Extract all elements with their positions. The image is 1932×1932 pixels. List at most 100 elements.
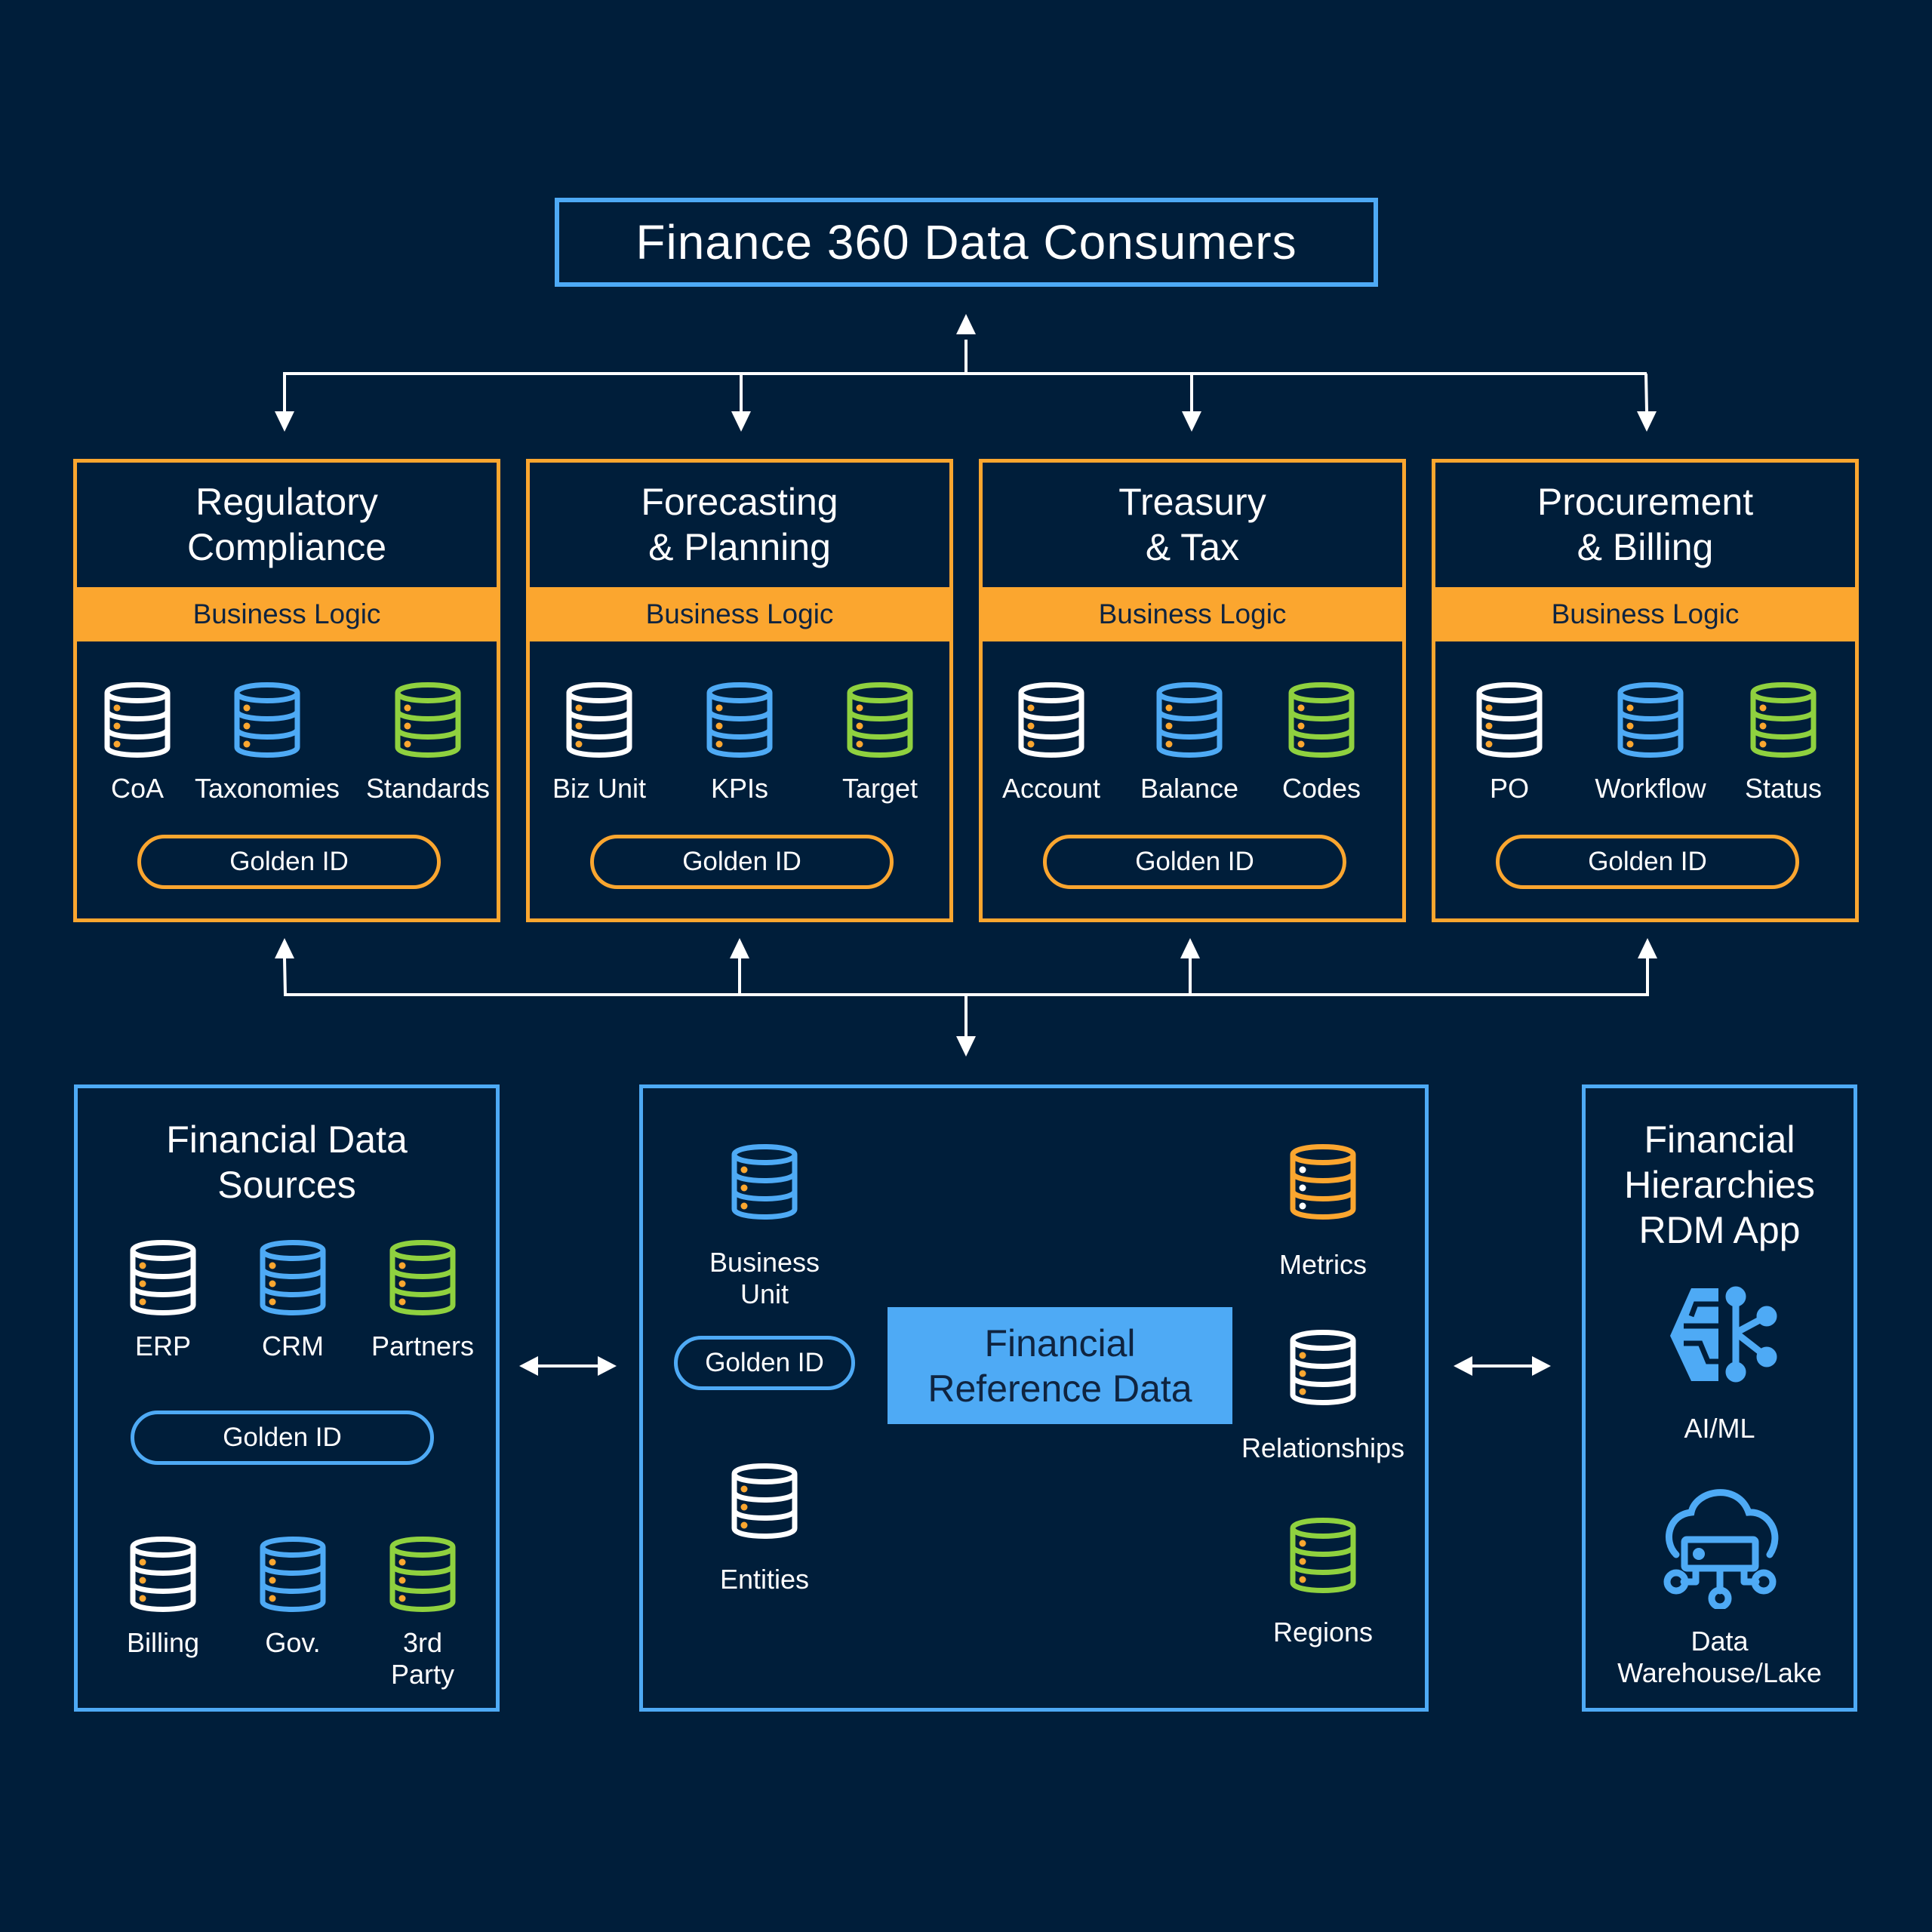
- arrowhead-down-center: [956, 1036, 976, 1057]
- label-line: Unit: [740, 1278, 789, 1309]
- box-title-line: Financial: [1644, 1118, 1795, 1161]
- label-line: Warehouse/Lake: [1617, 1657, 1822, 1688]
- box-title-line: RDM App: [1638, 1209, 1801, 1251]
- center-label-line: Reference Data: [928, 1367, 1192, 1410]
- golden-id-pill[interactable]: Golden ID: [590, 835, 894, 889]
- db-label: Account: [1001, 773, 1101, 804]
- consumers-title: Finance 360 Data Consumers: [635, 215, 1297, 269]
- db-item-biz-unit: Biz Unit: [524, 678, 675, 804]
- golden-id-pill[interactable]: Golden ID: [137, 835, 441, 889]
- entities-label: Entities: [719, 1564, 810, 1595]
- financial-reference-data-label: Financial Reference Data: [888, 1307, 1232, 1424]
- db-item-kpis: KPIs: [664, 678, 815, 804]
- arrowhead-down-4: [1637, 411, 1657, 432]
- business-logic-band: Business Logic: [77, 587, 497, 641]
- golden-id-pill[interactable]: Golden ID: [1043, 835, 1346, 889]
- connector-top-drop-4: [1644, 373, 1648, 412]
- db-label: CRM: [262, 1331, 324, 1361]
- consumer-card-regulatory-compliance: Regulatory Compliance Business Logic CoA: [73, 459, 500, 922]
- card-title-line: Regulatory: [195, 481, 378, 523]
- database-icon: [1288, 682, 1355, 758]
- db-item-partners: Partners: [347, 1235, 498, 1362]
- arrowhead-up-2: [730, 938, 749, 958]
- arrowhead-up-1: [275, 938, 294, 958]
- card-title: Procurement & Billing: [1435, 479, 1855, 570]
- business-logic-band: Business Logic: [1435, 587, 1855, 641]
- db-label: KPIs: [710, 773, 769, 804]
- db-item-crm: CRM: [217, 1235, 368, 1362]
- card-title-line: & Billing: [1577, 526, 1714, 568]
- arrowhead-down-3: [1182, 411, 1201, 432]
- db-item-po: PO: [1434, 678, 1585, 804]
- arrowhead-down-1: [275, 411, 294, 432]
- db-item-standards: Standards: [352, 678, 503, 804]
- arrowhead-left-a: [519, 1356, 538, 1376]
- database-icon: [1018, 682, 1084, 758]
- database-icon: [566, 682, 632, 758]
- financial-hierarchies-box: Financial Hierarchies RDM App AI/ML: [1582, 1084, 1857, 1712]
- db-label: CoA: [110, 773, 165, 804]
- db-item-entities: [689, 1459, 840, 1543]
- arrowhead-right-a: [598, 1356, 617, 1376]
- db-item-status: Status: [1708, 678, 1859, 804]
- card-icons: Account Balance Codes: [983, 678, 1402, 806]
- card-title-line: Procurement: [1537, 481, 1754, 523]
- database-icon: [234, 682, 300, 758]
- db-label: Biz Unit: [552, 773, 647, 804]
- database-icon: [731, 1144, 798, 1220]
- arrowhead-up-4: [1638, 938, 1657, 958]
- card-title: Forecasting & Planning: [530, 479, 949, 570]
- box-title: Financial Data Sources: [78, 1117, 496, 1208]
- ai-ml-label: AI/ML: [1684, 1413, 1755, 1444]
- label-line: Data: [1690, 1626, 1749, 1657]
- db-item-account: Account: [976, 678, 1127, 804]
- database-icon: [1476, 682, 1543, 758]
- db-item-taxonomies: Taxonomies: [192, 678, 343, 804]
- db-label: Standards: [365, 773, 491, 804]
- database-icon: [706, 682, 773, 758]
- consumer-card-procurement-billing: Procurement & Billing Business Logic PO: [1432, 459, 1859, 922]
- db-label-line: 3rd: [402, 1627, 443, 1658]
- box-title: Financial Hierarchies RDM App: [1586, 1117, 1854, 1253]
- database-icon: [389, 1537, 456, 1612]
- golden-id-pill[interactable]: Golden ID: [674, 1336, 855, 1390]
- db-item-balance: Balance: [1114, 678, 1265, 804]
- card-title: Regulatory Compliance: [77, 479, 497, 570]
- db-label: Gov.: [265, 1627, 321, 1658]
- db-item-gov: Gov.: [217, 1532, 368, 1659]
- database-icon: [1156, 682, 1223, 758]
- center-label-line: Financial: [984, 1321, 1136, 1364]
- database-icon: [389, 1240, 456, 1315]
- db-label: Taxonomies: [194, 773, 340, 804]
- arrowhead-down-2: [731, 411, 751, 432]
- ai-ml-icon: [1670, 1286, 1777, 1383]
- golden-id-pill[interactable]: Golden ID: [1496, 835, 1799, 889]
- business-logic-band: Business Logic: [530, 587, 949, 641]
- database-icon: [104, 682, 171, 758]
- golden-id-pill[interactable]: Golden ID: [131, 1411, 434, 1465]
- card-title-line: Compliance: [186, 526, 386, 568]
- db-label: Balance: [1140, 773, 1239, 804]
- db-label: Codes: [1281, 773, 1361, 804]
- box-title-line: Financial Data: [166, 1118, 408, 1161]
- card-icons: Biz Unit KPIs Target: [530, 678, 949, 806]
- database-icon: [130, 1240, 196, 1315]
- card-title-line: & Planning: [648, 526, 831, 568]
- relationships-label: Relationships: [1241, 1432, 1405, 1463]
- arrowhead-left-b: [1454, 1356, 1472, 1376]
- metrics-label: Metrics: [1279, 1249, 1367, 1280]
- db-label: Billing: [126, 1627, 200, 1658]
- box-title-line: Hierarchies: [1624, 1164, 1815, 1206]
- database-icon: [1617, 682, 1684, 758]
- db-item-regions: [1247, 1513, 1398, 1598]
- db-item-relationships: [1247, 1325, 1398, 1410]
- business-logic-band: Business Logic: [983, 587, 1402, 641]
- database-icon: [130, 1537, 196, 1612]
- regions-label: Regions: [1272, 1617, 1374, 1647]
- consumers-title-box: Finance 360 Data Consumers: [555, 198, 1378, 287]
- db-label: Target: [841, 773, 918, 804]
- db-item-metrics: [1247, 1140, 1398, 1224]
- db-label: 3rd Party: [347, 1627, 498, 1690]
- db-item-codes: Codes: [1246, 678, 1397, 804]
- db-label: Status: [1744, 773, 1823, 804]
